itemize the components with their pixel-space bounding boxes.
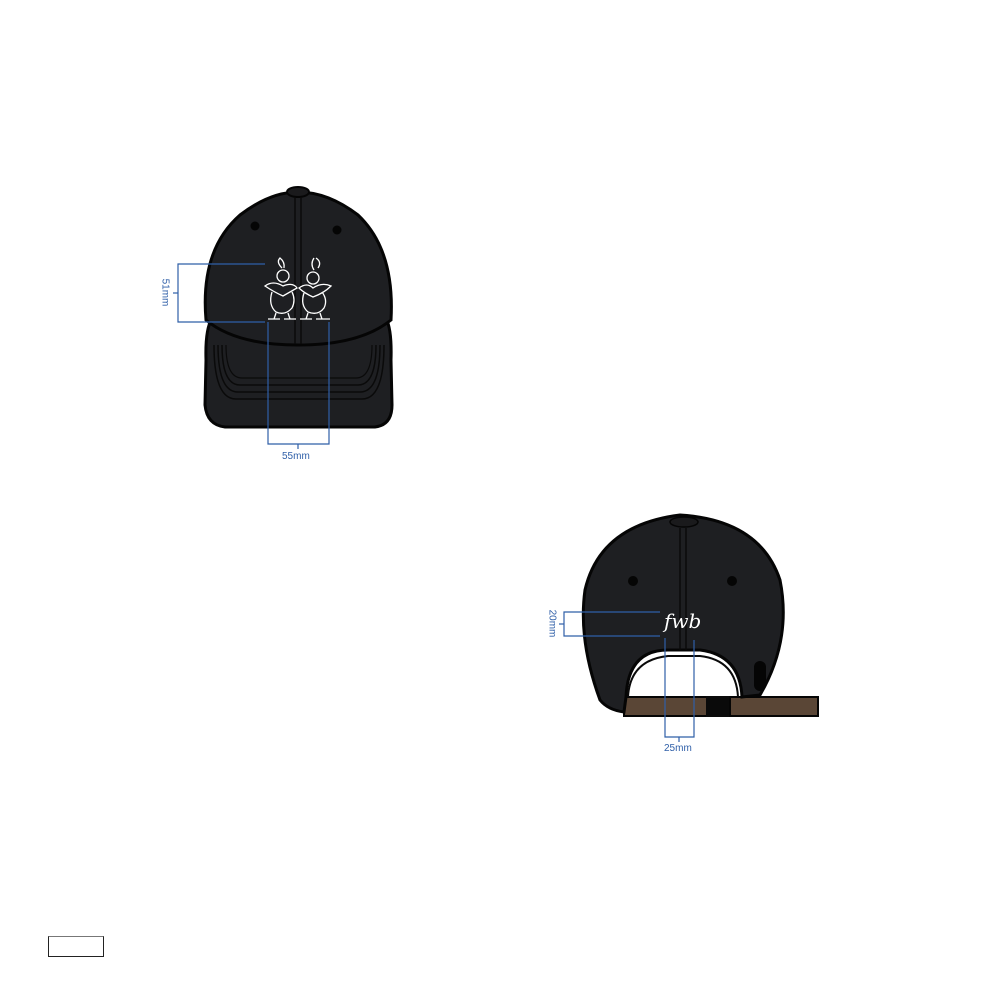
back-cap-crown xyxy=(581,513,785,714)
back-cap-strap-buckle xyxy=(706,696,732,717)
back-width-dimension-label: 25mm xyxy=(664,743,692,754)
back-cap-eyelet-left xyxy=(628,576,638,586)
front-cap-view xyxy=(203,186,394,429)
back-cap-view xyxy=(581,513,819,717)
front-cap-eyelet-left xyxy=(250,221,260,231)
front-cap-top-button xyxy=(286,186,310,198)
back-height-dimension-label: 20mm xyxy=(546,609,558,638)
front-height-dimension-label: 51mm xyxy=(159,278,171,307)
back-cap-strap-right xyxy=(729,696,819,717)
front-cap-eyelet-right xyxy=(332,225,342,235)
back-dimensions xyxy=(559,611,695,742)
back-width-dimension-line xyxy=(664,638,695,738)
front-dimensions xyxy=(173,263,330,449)
back-cap-strap-left xyxy=(623,696,715,717)
front-width-dimension-label: 55mm xyxy=(282,451,310,462)
front-cap-crown xyxy=(203,190,393,347)
empty-label-box xyxy=(48,936,104,957)
fwb-logo-text: fwb xyxy=(664,609,702,633)
back-cap-eyelet-right xyxy=(727,576,737,586)
rooster-embroidery-icon xyxy=(263,257,333,320)
